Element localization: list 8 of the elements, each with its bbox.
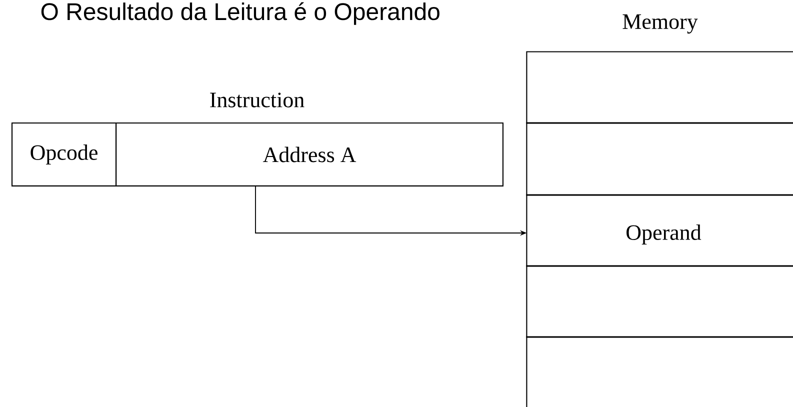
memory-cell — [526, 265, 793, 338]
memory-cell: Operand — [526, 194, 793, 267]
memory-cell — [526, 336, 793, 407]
instruction-field: Address A — [116, 122, 504, 186]
title: O Resultado da Leitura é o Operando — [41, 2, 440, 25]
memory-cell — [526, 122, 793, 196]
instruction-field: Opcode — [11, 122, 117, 186]
memory-cell — [526, 51, 793, 124]
